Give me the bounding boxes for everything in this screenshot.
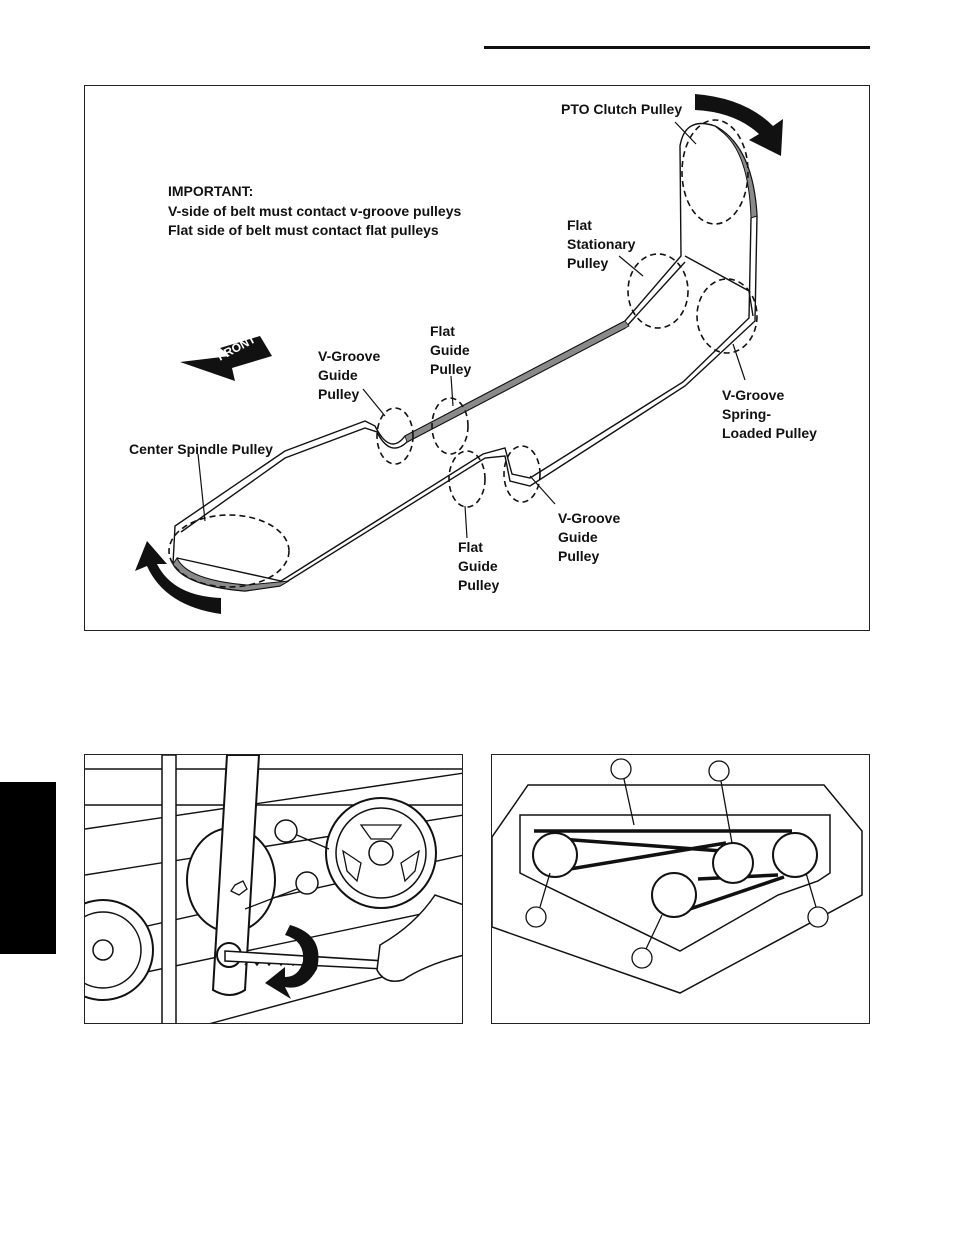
vgroove-spring-label-line2: Spring- — [722, 406, 771, 422]
rotation-arrow-pto-icon — [695, 94, 783, 156]
vgroove-guide-lower-label-line1: V-Groove — [558, 510, 620, 526]
schematic-pulley-right — [773, 833, 817, 877]
vgroove-guide-lower-label-line2: Guide — [558, 529, 598, 545]
pto-clutch-pulley-label: PTO Clutch Pulley — [561, 101, 682, 117]
callout-top-right — [709, 761, 729, 781]
important-line-2: Flat side of belt must contact flat pull… — [168, 222, 439, 238]
center-spindle-pulley-label: Center Spindle Pulley — [129, 441, 273, 457]
vgroove-guide-lower-label-line3: Pulley — [558, 548, 599, 564]
belt-shade-front — [173, 558, 289, 591]
belt-tension-photo-figure — [84, 754, 463, 1024]
pto-clutch-pulley-circle — [682, 120, 748, 224]
flat-stationary-label-line1: Flat — [567, 217, 592, 233]
vgroove-guide-upper-label-line3: Pulley — [318, 386, 359, 402]
callout-circle-2 — [296, 872, 318, 894]
pulley-right — [326, 798, 436, 908]
flat-stationary-label-line3: Pulley — [567, 255, 608, 271]
vertical-rod — [162, 755, 176, 1024]
vgroove-guide-upper-label-line1: V-Groove — [318, 348, 380, 364]
important-line-1: V-side of belt must contact v-groove pul… — [168, 203, 461, 219]
schematic-pulley-mid-lower — [652, 873, 696, 917]
vgroove-spring-pulley-circle — [697, 279, 757, 353]
schematic-pulley-left — [533, 833, 577, 877]
flat-guide-upper-label-line2: Guide — [430, 342, 470, 358]
belt-routing-figure: FRONT IMPORTANT: V-side of belt must con… — [84, 85, 870, 631]
center-spindle-pulley-circle — [169, 515, 289, 587]
header-rule — [484, 46, 870, 49]
vgroove-guide-lower-circle — [504, 446, 540, 502]
callout-left — [526, 907, 546, 927]
vgroove-spring-label-line3: Loaded Pulley — [722, 425, 817, 441]
flat-guide-lower-circle — [449, 451, 485, 507]
belt-routing-diagram: FRONT IMPORTANT: V-side of belt must con… — [85, 86, 871, 632]
callout-circle-1 — [275, 820, 297, 842]
flat-guide-lower-label-line3: Pulley — [458, 577, 499, 593]
flat-guide-lower-label-line2: Guide — [458, 558, 498, 574]
belt-schematic-figure — [491, 754, 870, 1024]
section-tab — [0, 782, 56, 954]
belt-schematic-diagram — [492, 755, 870, 1024]
rotation-arrow-spindle-icon — [135, 541, 221, 614]
belt-shade-mid — [405, 321, 629, 442]
schematic-pulley-mid-upper — [713, 843, 753, 883]
callout-bottom — [632, 948, 652, 968]
callout-right — [808, 907, 828, 927]
belt-tension-illustration — [85, 755, 463, 1024]
vgroove-spring-label-line1: V-Groove — [722, 387, 784, 403]
flat-guide-upper-label-line3: Pulley — [430, 361, 471, 377]
vgroove-guide-upper-label-line2: Guide — [318, 367, 358, 383]
callout-top-left — [611, 759, 631, 779]
flat-stationary-label-line2: Stationary — [567, 236, 636, 252]
flat-guide-upper-label-line1: Flat — [430, 323, 455, 339]
flat-guide-lower-label-line1: Flat — [458, 539, 483, 555]
important-heading: IMPORTANT: — [168, 183, 253, 199]
leader-lines — [198, 122, 745, 538]
